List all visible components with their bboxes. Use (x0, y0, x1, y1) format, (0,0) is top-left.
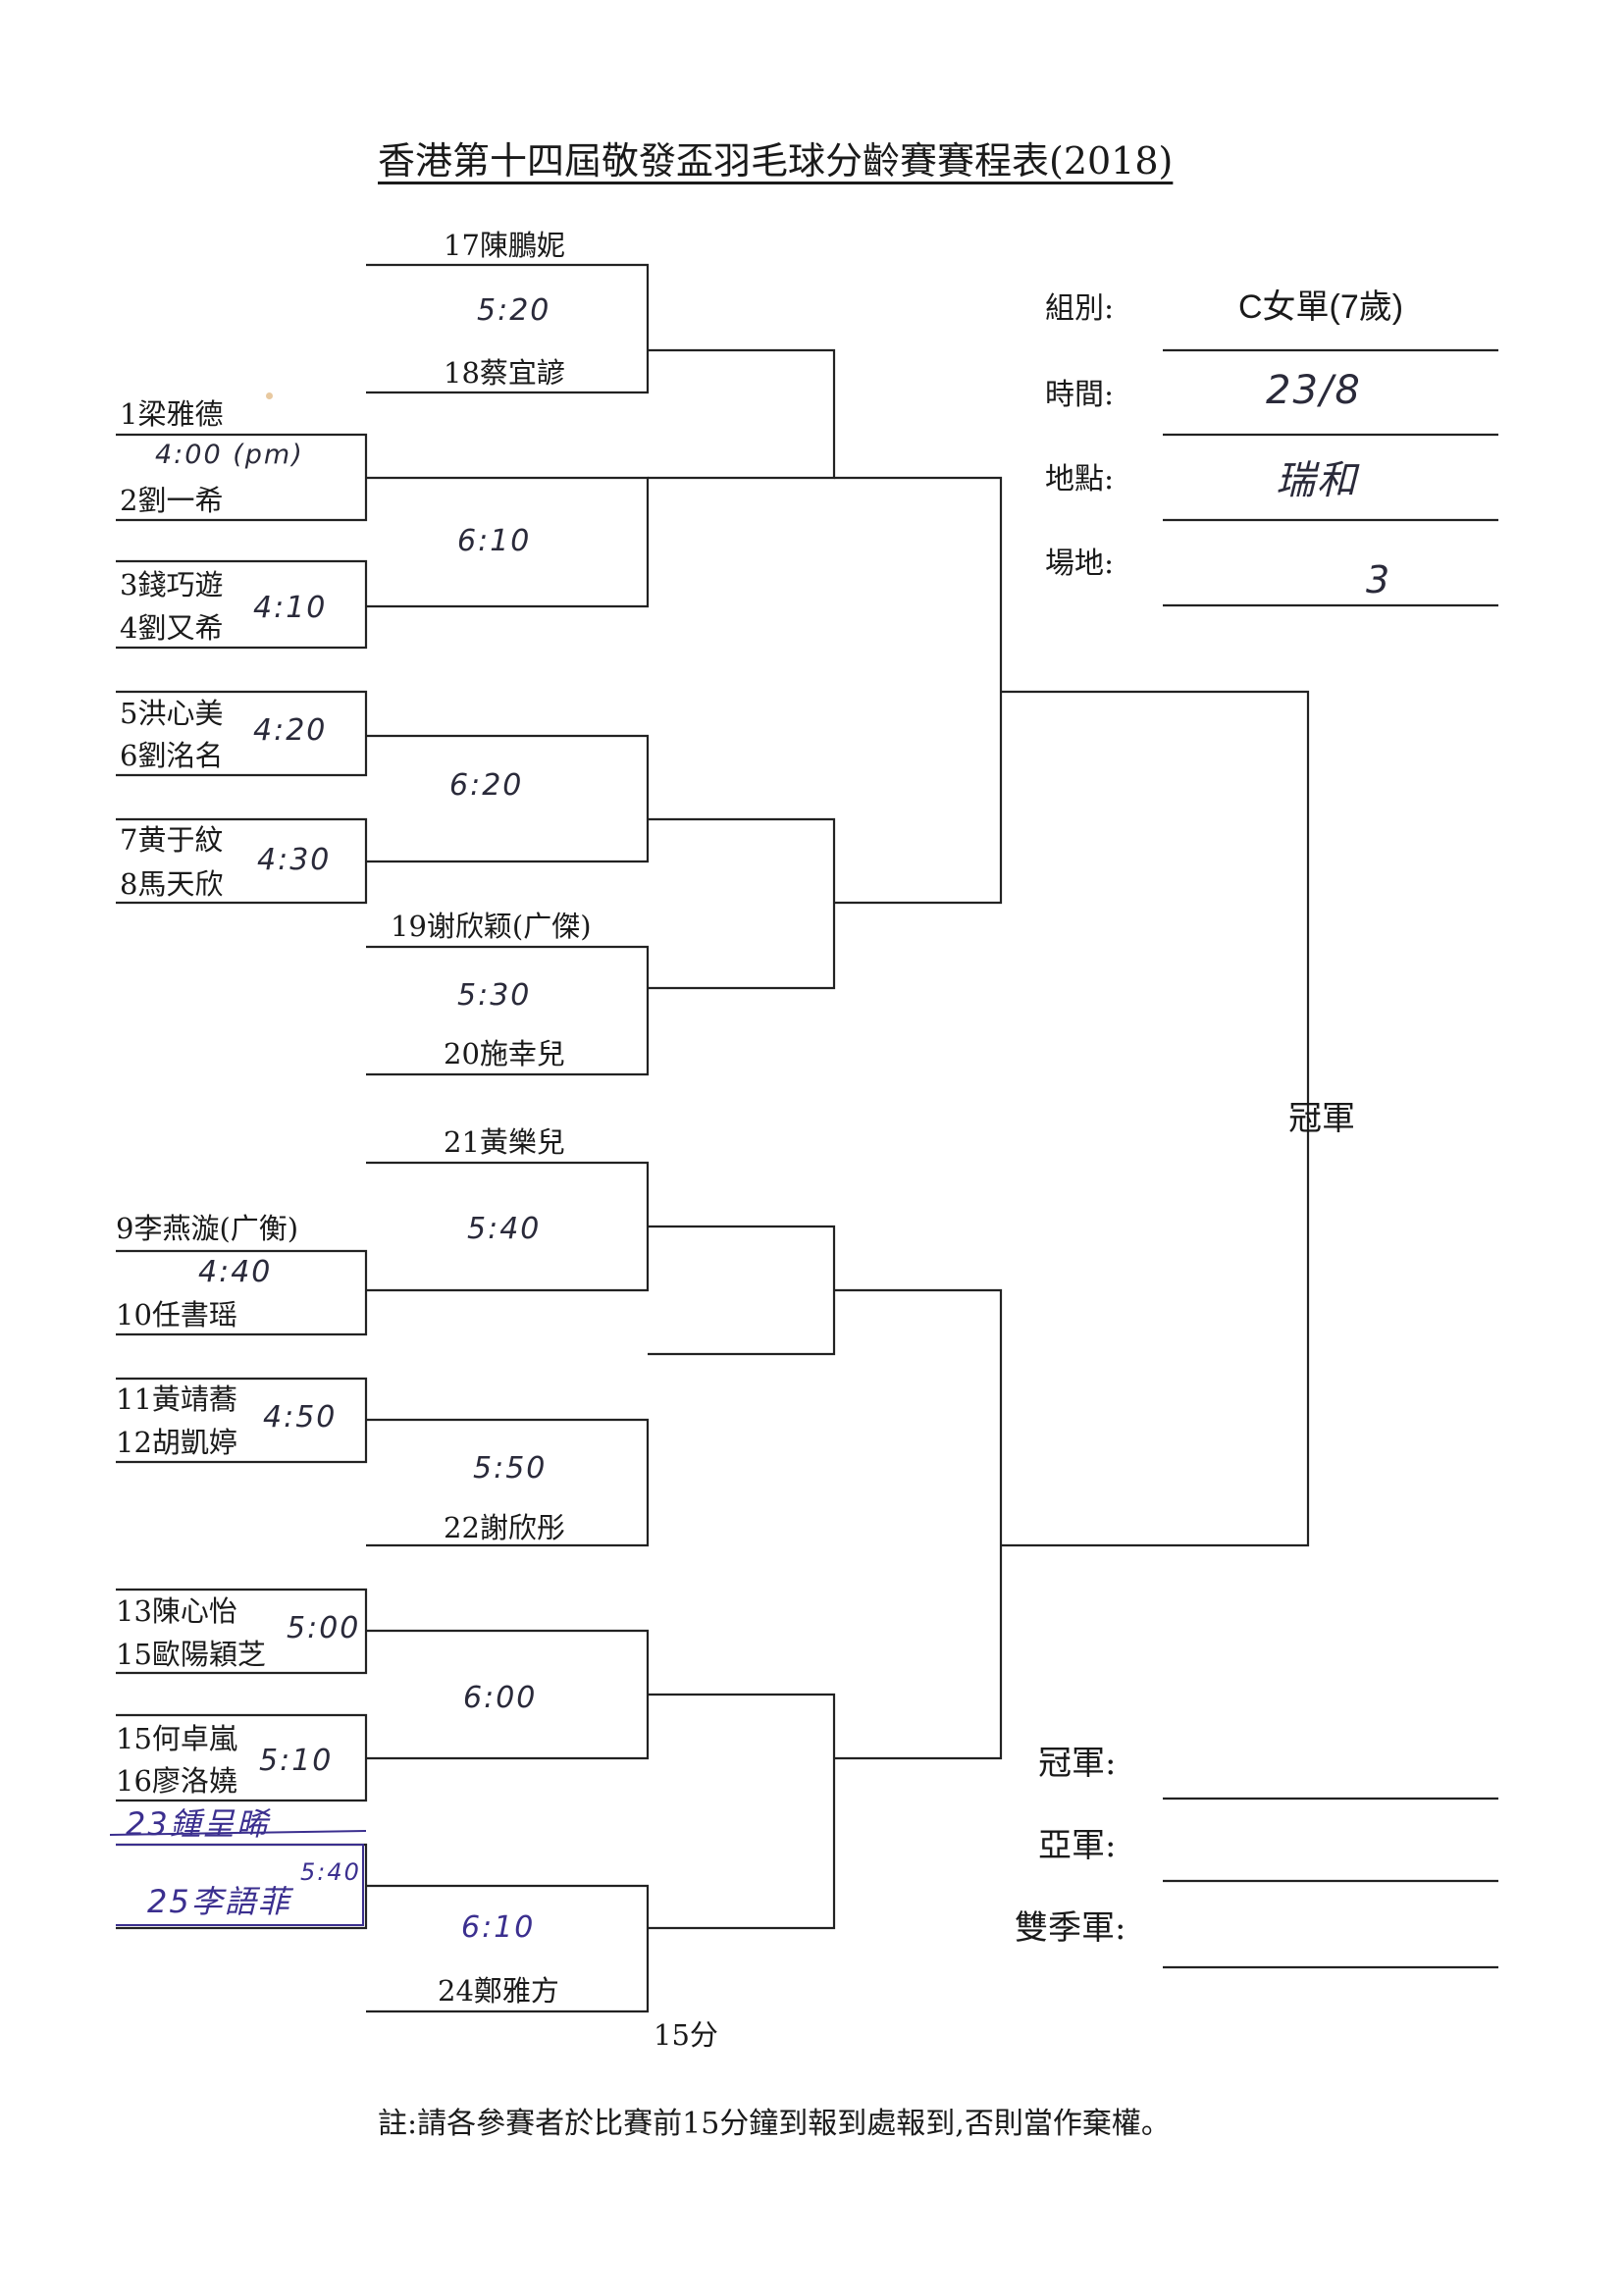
time-19-20: 5:30 (457, 978, 532, 1013)
time-1234: 6:10 (457, 524, 532, 558)
time-9-10: 4:40 (198, 1255, 273, 1289)
hand-strike-line (109, 1830, 367, 1836)
page-title: 香港第十四屆敬發盃羽毛球分齡賽賽程表(2018) (378, 139, 1174, 183)
player-3: 3錢巧遊 (120, 568, 224, 601)
venue-label: 地點: (1045, 462, 1115, 496)
bracket-line (1001, 690, 1310, 1547)
player-18: 18蔡宜諺 (444, 356, 565, 390)
bracket-line (116, 559, 368, 650)
time-21-9: 5:40 (467, 1212, 542, 1246)
bracket-line (366, 1418, 650, 1547)
runner-up-label: 亞軍: (1038, 1826, 1117, 1865)
bracket-line (648, 817, 836, 990)
bracket-line (116, 1249, 368, 1336)
time-17-18: 5:20 (477, 293, 551, 328)
bracket-line (366, 263, 650, 394)
player-2: 2劉一希 (120, 484, 224, 517)
player-12: 12胡凱婷 (116, 1426, 237, 1459)
bracket-line (366, 1884, 650, 2013)
player-24: 24鄭雅方 (438, 1974, 559, 2008)
bracket-line (116, 690, 368, 777)
time-7-8: 4:30 (257, 843, 332, 877)
player-8: 8馬天欣 (120, 867, 224, 901)
player-19: 19谢欣颖(广傑) (391, 910, 592, 943)
group-value: C女單(7歲) (1238, 288, 1404, 326)
player-20: 20施幸兒 (444, 1037, 565, 1070)
time-1-2: 4:00 (pm) (155, 440, 304, 470)
player-4: 4劉又希 (120, 611, 224, 645)
time-3-4: 4:10 (253, 591, 328, 625)
champion-result-label: 冠軍: (1038, 1744, 1117, 1783)
time-5678: 6:20 (449, 768, 524, 803)
third-place-label: 雙季軍: (1015, 1908, 1126, 1948)
player-5: 5洪心美 (120, 697, 224, 730)
bracket-line (834, 476, 1003, 905)
group-label: 組別: (1045, 291, 1115, 326)
player-15a: 15歐陽穎芝 (116, 1638, 266, 1671)
player-13: 13陳心怡 (116, 1594, 237, 1628)
time-13-16: 6:00 (463, 1681, 538, 1715)
time-15-16: 5:10 (259, 1744, 334, 1778)
bracket-line (648, 1225, 836, 1356)
time-13-15: 5:00 (287, 1611, 361, 1645)
time-label: 時間: (1045, 378, 1115, 412)
court-label: 場地: (1045, 547, 1115, 581)
time-5-6: 4:20 (253, 713, 328, 748)
time-24: 6:10 (461, 1910, 536, 1945)
time-value: 23/8 (1266, 368, 1362, 413)
hand-box-line (116, 1844, 364, 1926)
player-15b: 15何卓嵐 (116, 1722, 237, 1755)
bracket-line (366, 476, 650, 608)
bracket-line (366, 734, 650, 863)
champion-bracket-label: 冠軍 (1288, 1099, 1355, 1138)
player-25-handwritten: 25李語菲 (147, 1883, 291, 1920)
bracket-line (648, 1693, 836, 1930)
player-17: 17陳鵬妮 (444, 229, 565, 262)
player-1: 1梁雅德 (120, 397, 224, 431)
bracket-line (834, 1288, 1003, 1760)
bracket-line (648, 348, 836, 480)
time-11-22: 5:50 (473, 1451, 548, 1486)
player-21: 21黃樂兒 (444, 1125, 565, 1159)
time-11-12: 4:50 (263, 1400, 338, 1435)
player-16: 16廖洛嬈 (116, 1764, 237, 1798)
player-7: 7黄于紋 (120, 823, 224, 857)
match-interval: 15分 (654, 2018, 718, 2052)
footnote: 註:請各參賽者於比賽前15分鐘到報到處報到,否則當作棄權。 (378, 2107, 1171, 2141)
time-23-25: 5:40 (300, 1858, 361, 1886)
bracket-line (366, 945, 650, 1076)
player-22: 22謝欣彤 (444, 1511, 565, 1544)
player-23-handwritten: 23鍾呈晞 (126, 1805, 270, 1843)
player-9: 9李燕漩(广衡) (116, 1212, 299, 1245)
venue-value: 瑞和 (1276, 458, 1358, 503)
player-11: 11黃靖蕎 (116, 1383, 237, 1416)
speck (266, 392, 273, 399)
player-10: 10任書瑶 (116, 1298, 237, 1331)
court-value: 3 (1366, 558, 1392, 601)
player-6: 6劉洺名 (120, 739, 224, 772)
